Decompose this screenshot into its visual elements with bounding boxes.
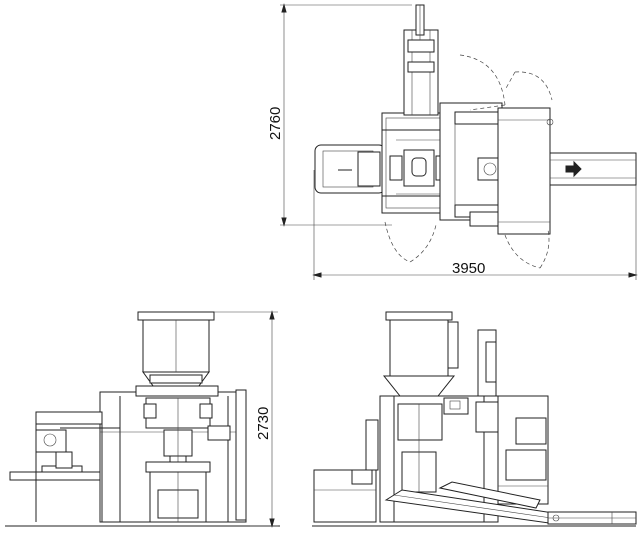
dimension-3950-label: 3950 xyxy=(452,260,485,277)
flow-arrow-icon xyxy=(565,160,582,178)
top-view: 2760 3950 xyxy=(267,3,638,280)
dimension-2730: 2730 xyxy=(214,310,278,528)
dimension-2760: 2760 xyxy=(267,3,412,227)
dimension-3950: 3950 xyxy=(312,170,638,280)
dimension-2730-label: 2730 xyxy=(255,407,272,440)
right-side-view xyxy=(312,311,637,527)
dimension-2760-label: 2760 xyxy=(267,107,284,140)
left-front-view: 2730 xyxy=(5,310,280,528)
